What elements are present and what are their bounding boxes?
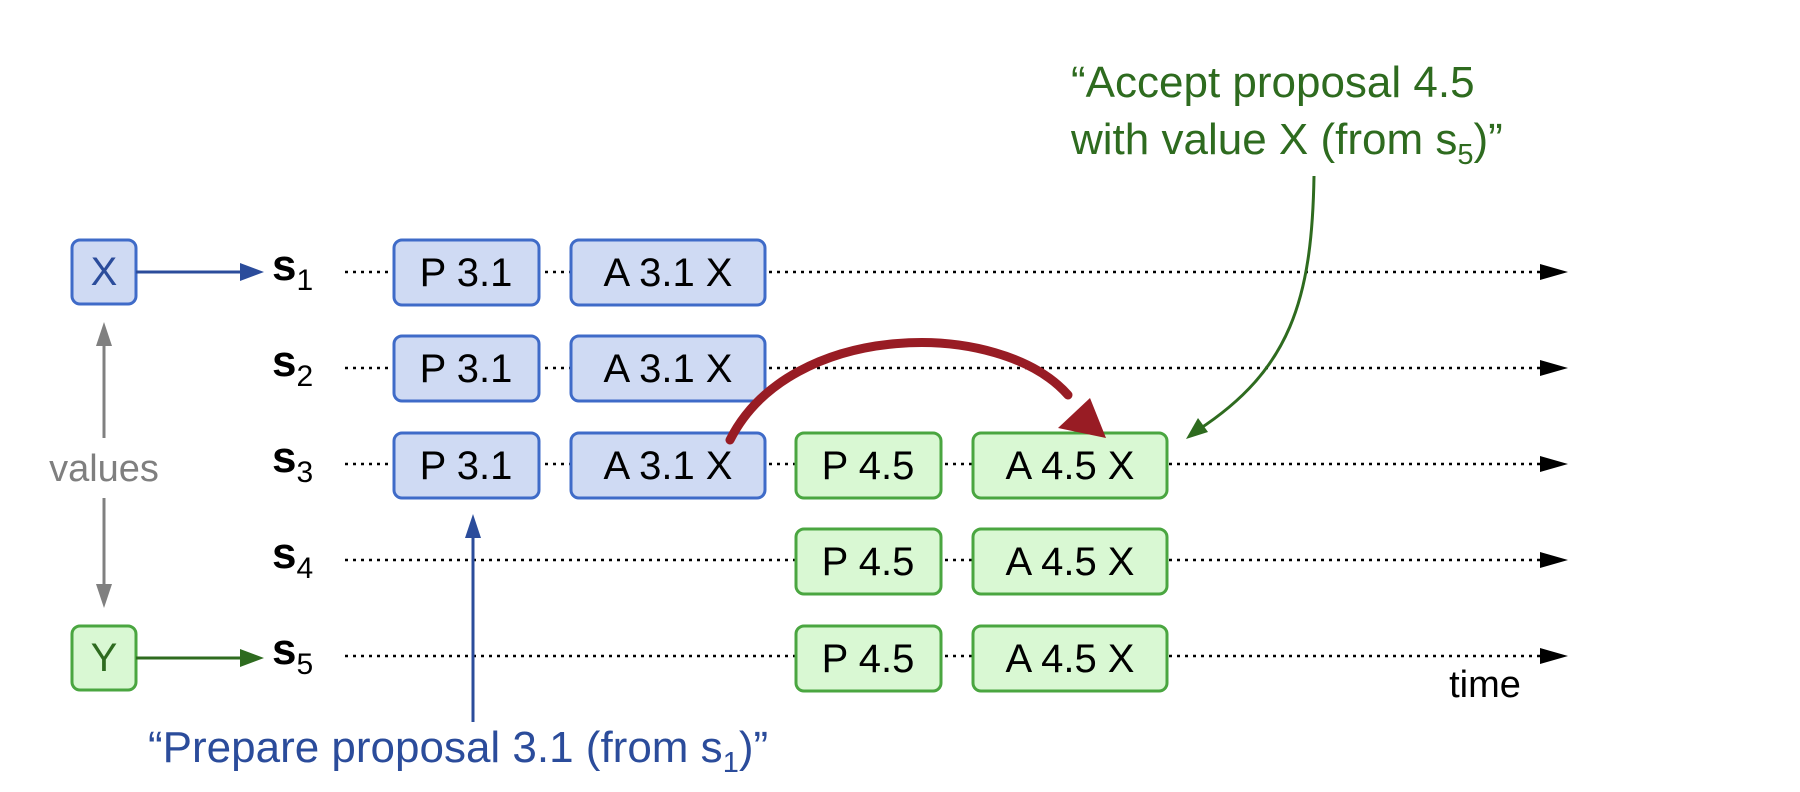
- box-s2-a31x-label: A 3.1 X: [604, 347, 733, 391]
- box-s1-p31: [392, 238, 541, 307]
- timeline-arrowheads: [1540, 264, 1568, 664]
- value-y-label: Y: [91, 636, 118, 680]
- server-label-s5: s5: [272, 625, 313, 681]
- box-s4-p45: [794, 527, 943, 596]
- accept-annotation-line2: with value X (from s5)”: [1070, 115, 1503, 171]
- server-label-s1: s1: [272, 241, 313, 297]
- box-s2-a31x: [569, 334, 767, 403]
- box-s5-a45x-label: A 4.5 X: [1006, 637, 1135, 681]
- box-s3-p31-label: P 3.1: [420, 444, 513, 488]
- accept-annotation-line1: “Accept proposal 4.5: [1071, 58, 1475, 107]
- y-to-s5-arrowhead: [240, 649, 264, 667]
- x-to-s1-arrowhead: [240, 263, 264, 281]
- values-arrowhead-up: [96, 322, 112, 346]
- timeline-s4-arrowhead: [1540, 552, 1568, 568]
- box-s2-p31: [392, 334, 541, 403]
- box-s1-a31x-label: A 3.1 X: [604, 251, 733, 295]
- box-s3-p31: [392, 431, 541, 500]
- box-s4-a45x-label: A 4.5 X: [1006, 540, 1135, 584]
- box-s4-p45-label: P 4.5: [822, 540, 915, 584]
- box-s5-p45-label: P 4.5: [822, 637, 915, 681]
- timeline-s1-arrowhead: [1540, 264, 1568, 280]
- values-label: values: [49, 448, 159, 490]
- timeline-s2-arrowhead: [1540, 360, 1568, 376]
- value-x-label: X: [91, 250, 118, 294]
- box-s5-a45x: [971, 624, 1169, 693]
- timeline-s3-arrowhead: [1540, 456, 1568, 472]
- conflict-curve-arrowhead: [1058, 398, 1106, 438]
- box-s3-a45x-label: A 4.5 X: [1006, 444, 1135, 488]
- time-label: time: [1449, 664, 1521, 706]
- box-s3-p45-label: P 4.5: [822, 444, 915, 488]
- box-s3-p45: [794, 431, 943, 500]
- accept-annotation-arrow: [1197, 175, 1316, 432]
- conflict-curve-arrow: [725, 338, 1073, 445]
- box-s4-a45x: [971, 527, 1169, 596]
- timeline-s5-arrowhead: [1540, 648, 1568, 664]
- server-label-s4: s4: [272, 529, 313, 585]
- box-s3-a31x: [569, 431, 767, 500]
- server-label-s3: s3: [272, 433, 313, 489]
- box-s2-p31-label: P 3.1: [420, 347, 513, 391]
- timelines: [345, 270, 1552, 658]
- server-label-s2: s2: [272, 337, 313, 393]
- values-arrowhead-down: [96, 584, 112, 608]
- box-s1-p31-label: P 3.1: [420, 251, 513, 295]
- accept-annotation-arrowhead: [1186, 418, 1208, 439]
- prepare-annotation-arrowhead: [465, 514, 481, 538]
- box-s1-a31x: [569, 238, 767, 307]
- box-s5-p45: [794, 624, 943, 693]
- box-s3-a31x-label: A 3.1 X: [604, 444, 733, 488]
- prepare-annotation: “Prepare proposal 3.1 (from s1)”: [148, 723, 768, 779]
- box-s3-a45x: [971, 431, 1169, 500]
